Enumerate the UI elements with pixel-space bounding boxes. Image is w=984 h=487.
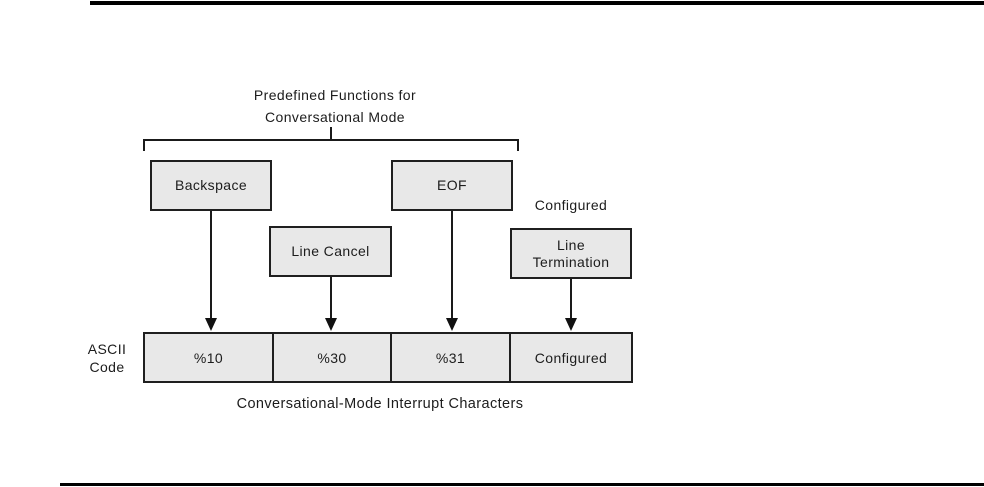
configured-label: Configured — [534, 197, 608, 213]
arrow-head — [565, 318, 577, 331]
arrow-line — [570, 279, 572, 319]
line-termination-box-label-line1: Line — [556, 236, 586, 253]
arrow-head — [446, 318, 458, 331]
ascii-code-label-line1: ASCII — [87, 341, 127, 357]
bracket-left-tick — [143, 139, 145, 151]
ascii-code-label-line2: Code — [89, 359, 125, 375]
eof-box: EOF — [391, 160, 513, 211]
figure-title-line2: Conversational Mode — [265, 109, 405, 125]
arrow-head — [325, 318, 337, 331]
bracket-stem — [330, 127, 332, 140]
ascii-cell-line-cancel: %30 — [274, 334, 392, 381]
backspace-box: Backspace — [150, 160, 272, 211]
line-termination-box: Line Termination — [510, 228, 632, 279]
ascii-code-label: ASCII Code — [75, 340, 139, 376]
figure-title: Predefined Functions for Conversational … — [185, 84, 485, 128]
ascii-cell-line-termination: Configured — [534, 349, 608, 366]
arrow-line — [330, 277, 332, 319]
eof-box-label: EOF — [437, 177, 467, 193]
ascii-code-row: %10 %30 %31 Configured — [143, 332, 633, 383]
ascii-cell-eof: %31 — [392, 334, 511, 381]
backspace-box-label: Backspace — [174, 177, 248, 193]
figure-caption: Conversational-Mode Interrupt Characters — [236, 396, 524, 412]
bottom-rule — [60, 483, 984, 486]
arrow-head — [205, 318, 217, 331]
ascii-cell-backspace: %10 — [145, 334, 274, 381]
top-rule — [90, 1, 984, 5]
line-cancel-box-label: Line Cancel — [291, 243, 370, 259]
arrow-line — [451, 211, 453, 319]
line-termination-box-label-line2: Termination — [532, 253, 610, 270]
bracket-bar — [143, 139, 519, 141]
figure-title-line1: Predefined Functions for — [253, 87, 417, 103]
line-cancel-box: Line Cancel — [269, 226, 392, 277]
bracket-right-tick — [517, 139, 519, 151]
arrow-line — [210, 211, 212, 319]
